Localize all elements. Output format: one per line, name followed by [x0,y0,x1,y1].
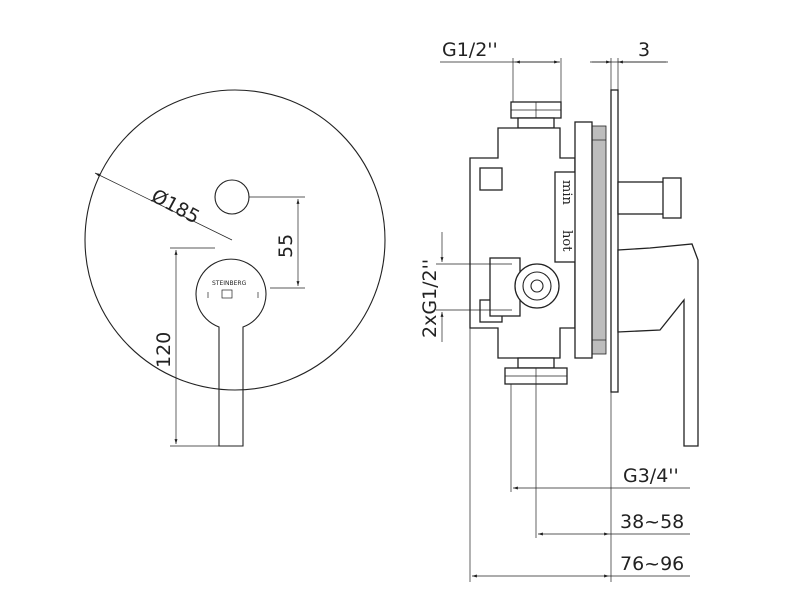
plate-thickness-label: 3 [638,39,650,61]
inlet-label: G1/2'' [442,39,498,61]
cover-plate-outline [84,89,386,391]
depth-min-label: 38~58 [620,511,684,533]
diverter-knob [214,179,250,215]
side-inlet-port [514,263,560,309]
front-view: Ø185 55 STEINBERG 120 [84,89,386,447]
side-view: G1/2'' 3 min hot [419,39,699,582]
depth-max-label: 76~96 [620,553,684,575]
brand-label: STEINBERG [212,280,247,287]
diameter-label: Ø185 [148,185,204,228]
dim-120-label: 120 [153,332,175,368]
diverter-knob-side [617,181,669,215]
dim-55-label: 55 [275,234,297,258]
cover-plate-side [610,89,619,393]
threaded-sleeve [591,125,607,355]
min-label: min [559,180,574,205]
side-inlets-label: 2xG1/2'' [419,259,441,338]
handle-side [617,243,699,447]
diameter-leader [94,172,233,241]
handle-body [195,258,267,447]
hot-label: hot [559,230,574,252]
outlet-label: G3/4'' [623,465,679,487]
